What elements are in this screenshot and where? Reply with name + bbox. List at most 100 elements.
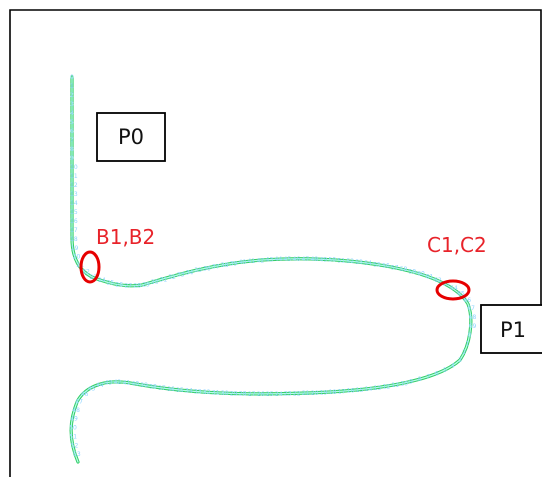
node-number: 12 [383,384,391,391]
c-points-marker [435,279,471,301]
node-number: 32 [203,389,211,396]
node-number: 9 [409,378,413,385]
frame-border [9,9,542,477]
node-number: 35 [176,387,184,394]
node-number: 33 [177,272,185,279]
node-number: 3 [458,357,462,364]
node-number: 7 [70,137,74,144]
node-number: 58 [400,266,408,273]
node-number: 18 [329,389,337,396]
node-number: 54 [364,260,372,267]
node-number: 31 [160,276,168,283]
node-number: 24 [98,277,106,284]
node-number: 42 [114,379,122,386]
node-number: 44 [96,382,104,389]
node-number: 34 [186,269,194,276]
node-number: 10 [400,380,408,387]
node-number: 64 [450,285,458,292]
node-number: 35 [194,267,202,274]
node-number: 30 [221,390,229,397]
node-number: 65 [457,291,465,298]
node-number: 0 [468,332,472,339]
node-number: 56 [382,263,390,270]
node-number: 17 [70,227,78,234]
p1-label: P1 [500,318,526,342]
p0-label: P0 [118,125,144,149]
node-number: 6 [70,128,74,135]
node-number: 17 [338,388,346,395]
c-points-label: C1,C2 [427,233,487,257]
node-number: 13 [374,385,382,392]
node-number: 66 [463,297,471,304]
node-number: 10 [70,164,78,171]
node-number: 27 [248,391,256,398]
node-number: 37 [158,385,166,392]
node-number: 63 [442,281,450,288]
node-number: 28 [239,391,247,398]
node-number: 36 [167,386,175,393]
node-number: 62 [434,277,442,284]
node-number: 55 [373,261,381,268]
node-number: 27 [124,283,132,290]
node-number: 47 [75,398,83,405]
node-number: 51 [69,434,77,441]
node-number: 22 [82,269,90,276]
node-number: 30 [151,279,159,286]
node-number: 11 [391,382,399,389]
node-number: 1 [466,341,470,348]
node-number: 41 [248,258,256,265]
node-number: 33 [194,389,202,396]
node-number: 19 [320,389,328,396]
node-number: 39 [230,261,238,268]
node-number: 28 [133,283,141,290]
node-number: 45 [88,386,96,393]
node-number: 26 [115,281,123,288]
node-number: 4 [451,362,455,369]
node-number: 69 [469,323,477,330]
node-number: 16 [70,218,78,225]
node-number: 23 [284,391,292,398]
node-number: 51 [337,257,345,264]
node-number: 15 [356,387,364,394]
node-number: 19 [71,245,79,252]
node-number: 26 [257,391,265,398]
node-number: 2 [70,92,74,99]
node-number: 68 [469,314,477,321]
node-number: 5 [70,119,74,126]
node-number: 1 [70,83,74,90]
node-number: 29 [142,281,150,288]
node-number: 41 [123,379,131,386]
node-number: 22 [293,390,301,397]
route-path-highlight [70,76,472,463]
node-number: 6 [435,371,439,378]
node-number: 52 [71,442,79,449]
node-number: 16 [347,388,355,395]
node-number: 67 [467,305,475,312]
node-number: 20 [311,390,319,397]
node-number: 21 [302,390,310,397]
node-number: 0 [70,74,74,81]
node-number: 25 [266,391,274,398]
node-number: 23 [90,274,98,281]
node-number: 45 [284,256,292,263]
node-number: 48 [311,256,319,263]
node-number: 60 [417,271,425,278]
p1-box: P1 [480,304,542,354]
node-number: 13 [70,191,78,198]
node-number: 15 [70,209,78,216]
b-points-marker [79,250,101,284]
node-number: 18 [70,236,78,243]
node-number: 7 [426,374,430,381]
node-number: 5 [443,367,447,374]
node-number: 50 [328,257,336,264]
node-number: 8 [70,146,74,153]
node-number: 43 [105,380,113,387]
node-number: 46 [81,391,89,398]
node-number: 59 [409,268,417,275]
node-number: 50 [69,425,77,432]
node-number: 39 [140,382,148,389]
node-number: 49 [70,416,78,423]
node-number: 40 [239,259,247,266]
